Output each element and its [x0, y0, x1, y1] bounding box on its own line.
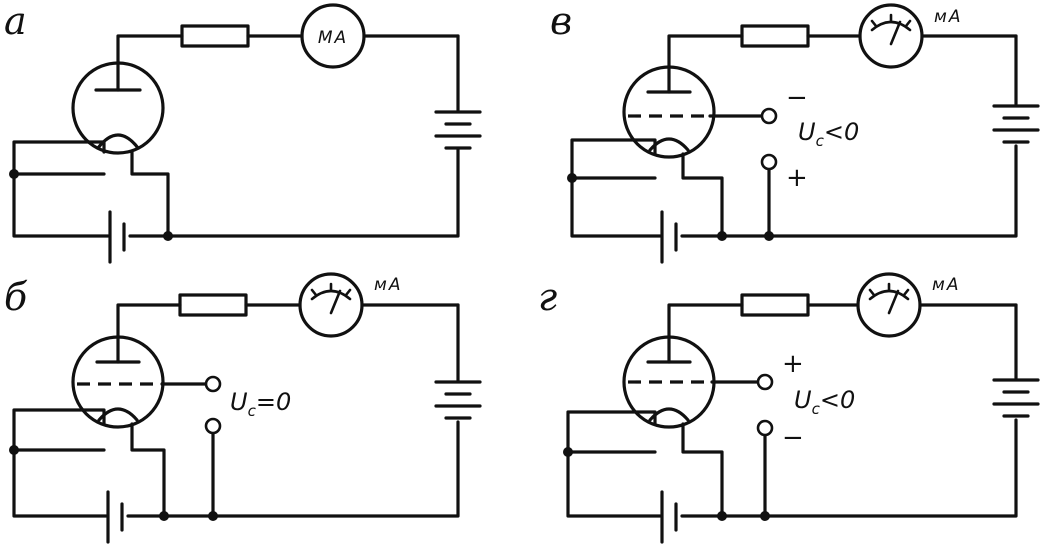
panel-a-diode-circuit: а МА — [4, 0, 482, 264]
filament-circuit-wiring — [12, 140, 170, 238]
milliammeter-label: МА — [318, 28, 348, 48]
grid-terminal — [760, 107, 778, 125]
milliammeter-icon — [858, 3, 924, 69]
anode-circuit-wiring — [116, 34, 460, 238]
resistor-icon — [740, 293, 810, 317]
grid-wiring — [708, 114, 771, 238]
grid-terminal-top-sign: + — [782, 349, 804, 379]
milliammeter-icon — [298, 272, 364, 338]
anode-battery-icon — [992, 104, 1040, 144]
grid-voltage-label: Uс<0 — [798, 118, 859, 150]
filament-battery-icon — [660, 210, 678, 264]
anode-battery-icon — [434, 110, 482, 150]
filament-battery-icon — [660, 490, 678, 544]
anode-battery-icon — [434, 380, 482, 420]
grid-wiring — [710, 380, 767, 518]
grid-terminal-bottom-sign: + — [786, 163, 808, 193]
panel-a-label: а — [4, 0, 27, 43]
junction-dot — [764, 231, 774, 241]
grid-terminal — [756, 419, 774, 437]
milliammeter-icon — [856, 272, 922, 338]
milliammeter-icon: МА — [300, 3, 366, 69]
milliammeter-label: мА — [934, 7, 962, 27]
junction-dot — [760, 511, 770, 521]
grid-terminal — [760, 153, 778, 171]
junction-dot — [567, 173, 577, 183]
junction-dot — [208, 511, 218, 521]
panel-b-label: б — [4, 275, 28, 319]
milliammeter-label: мА — [374, 275, 402, 295]
grid-terminal — [204, 375, 222, 393]
junction-dot — [159, 511, 169, 521]
panel-g-label: г — [538, 275, 557, 319]
resistor-icon — [740, 24, 810, 48]
junction-dot — [163, 231, 173, 241]
panel-b-triode-zero-grid: б мА — [4, 272, 482, 544]
anode-circuit-wiring — [667, 303, 1018, 518]
anode-circuit-wiring — [667, 34, 1018, 238]
grid-terminal-bottom-sign: − — [782, 423, 804, 453]
grid-terminal — [204, 417, 222, 435]
filament-circuit-wiring — [566, 410, 724, 518]
anode-battery-icon — [992, 378, 1040, 418]
grid-terminal-top-sign: − — [786, 83, 808, 113]
panel-v-label: в — [550, 0, 572, 43]
filament-circuit-wiring — [570, 138, 724, 238]
junction-dot — [717, 511, 727, 521]
junction-dot — [563, 447, 573, 457]
grid-voltage-label: Uс<0 — [794, 386, 855, 418]
junction-dot — [717, 231, 727, 241]
filament-battery-icon — [106, 490, 124, 544]
junction-dot — [9, 169, 19, 179]
panel-g-triode-negative-grid: г мА — [538, 272, 1040, 544]
grid-terminal — [756, 373, 774, 391]
filament-circuit-wiring — [12, 408, 166, 518]
milliammeter-label: мА — [932, 275, 960, 295]
anode-circuit-wiring — [116, 303, 460, 518]
panel-v-triode-negative-grid: в мА — [550, 0, 1040, 264]
filament-battery-icon — [108, 210, 126, 264]
resistor-icon — [180, 24, 250, 48]
resistor-icon — [178, 293, 248, 317]
grid-voltage-label: Uс=0 — [230, 388, 291, 420]
grid-wiring — [160, 382, 215, 518]
junction-dot — [9, 445, 19, 455]
